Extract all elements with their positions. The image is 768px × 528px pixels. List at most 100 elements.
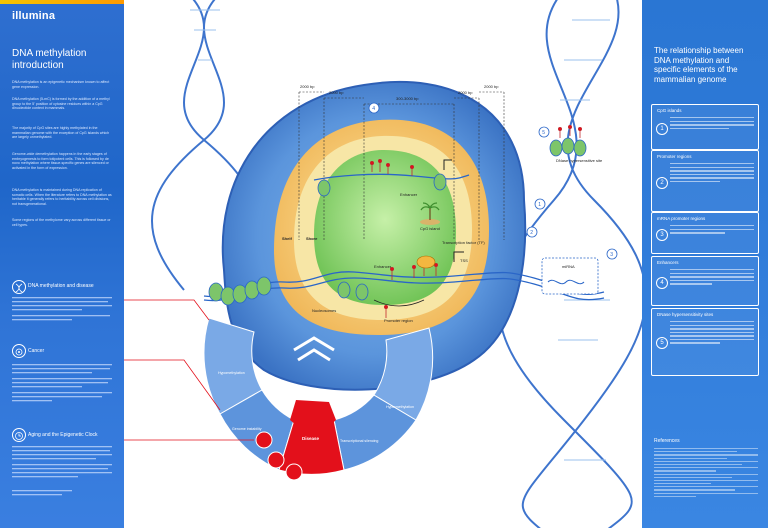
label-nucleosomes: Nucleosomes	[312, 308, 336, 313]
mirna-strand	[547, 279, 585, 285]
section-body-cancer	[12, 364, 114, 419]
card-enhancers[interactable]: Enhancers 4	[651, 256, 759, 306]
wheel-segment-hypermethylation[interactable]	[373, 327, 434, 421]
enhancer-arrow	[443, 159, 452, 170]
right-panel: The relationship between DNA methylation…	[642, 0, 768, 528]
chromatin-strand	[203, 173, 605, 302]
number-marker-2[interactable]: 2	[526, 226, 538, 238]
dna-icon	[12, 280, 26, 294]
background-helix-rungs	[190, 9, 610, 461]
transcription-factor-shape	[416, 255, 436, 269]
wheel-label-disease: Disease	[302, 436, 320, 441]
card-cpg-islands-body	[670, 117, 754, 131]
card-dnase-sites-title: DNase hypersensitivity sites	[657, 312, 714, 317]
card-cpg-islands[interactable]: CpG islands 1	[651, 104, 759, 150]
label-cpg-island: CpG island	[420, 226, 440, 231]
wheel-label-hypomethylation: Hypomethylation	[218, 371, 245, 375]
bp-label-5: 2000 bp	[484, 84, 499, 89]
card-dnase-sites[interactable]: DNase hypersensitivity sites 5	[651, 308, 759, 376]
genome-diagram: 2000 bp 2000 bp 300-3000 bp 2000 bp 2000…	[124, 0, 642, 528]
card-enhancers-number: 4	[656, 277, 668, 289]
card-cpg-islands-number: 1	[656, 123, 668, 135]
methyl-markers	[369, 125, 582, 318]
nucleosomes-right	[549, 137, 587, 157]
clock-icon	[12, 428, 26, 442]
card-mrna-promoter-regions-title: mRNA promoter regions	[657, 216, 706, 221]
left-title-line-1: DNA methylation	[12, 48, 87, 59]
label-shelf: Shelf	[282, 236, 292, 241]
card-dnase-sites-body	[670, 321, 754, 346]
bp-brackets	[298, 91, 505, 240]
card-promoter-regions[interactable]: Promoter regions 2	[651, 150, 759, 212]
references-list	[654, 448, 758, 499]
right-title: The relationship between DNA methylation…	[654, 46, 744, 84]
disease-icon-1	[255, 431, 273, 449]
section-body-disease	[12, 297, 114, 332]
label-mirna: miRNA	[562, 264, 575, 269]
red-connector-lines	[124, 299, 254, 441]
intro-paragraph-1: DNA methylation is an epigenetic mechani…	[12, 80, 110, 89]
label-tss: TSS	[460, 258, 468, 263]
intro-paragraph-5: DNA methylation is maintained during DNA…	[12, 188, 112, 206]
card-mrna-promoter-regions-number: 3	[656, 229, 668, 241]
card-dnase-sites-number: 5	[656, 337, 668, 349]
card-enhancers-body	[670, 269, 754, 287]
card-enhancers-title: Enhancers	[657, 260, 679, 265]
nucleosomes-left	[208, 276, 272, 306]
bp-label-2: 2000 bp	[329, 90, 344, 95]
promoter-bracket	[373, 299, 425, 307]
number-marker-1[interactable]: 1	[534, 198, 546, 210]
wheel-label-genome-instability: Genome instability	[232, 427, 262, 431]
intro-paragraph-2: DNA methylation (5-mC) is formed by the …	[12, 97, 110, 111]
illumina-logo: illumina	[12, 10, 56, 22]
card-promoter-regions-body	[670, 163, 754, 184]
intro-paragraph-4: Genome-wide demethylation happens in the…	[12, 152, 109, 170]
card-mrna-promoter-regions[interactable]: mRNA promoter regions 3	[651, 212, 759, 254]
label-dnase-site: DNase hypersensitive site	[556, 158, 603, 163]
tss-arrow	[453, 251, 464, 262]
number-marker-5[interactable]: 5	[538, 126, 550, 138]
up-chevron-icon-2	[297, 348, 331, 362]
disease-flag	[290, 400, 336, 440]
cpg-island-icon	[420, 202, 440, 225]
wheel-label-transcriptional-silencing: Transcriptional silencing	[340, 439, 378, 443]
number-marker-3-text: 3	[610, 252, 613, 258]
bp-label-4: 2000 bp	[458, 90, 473, 95]
left-title-line-2: introduction	[12, 60, 64, 71]
card-promoter-regions-number: 2	[656, 177, 668, 189]
up-chevron-icon	[293, 336, 335, 352]
label-shore: Shore	[306, 236, 318, 241]
section-body-aging	[12, 446, 114, 511]
number-marker-4[interactable]: 4	[368, 102, 380, 114]
label-enhancer-top: Enhancer	[400, 192, 418, 197]
disease-wheel: Hypomethylation Genome instability Trans…	[203, 317, 434, 481]
bp-label-1: 2000 bp	[300, 84, 315, 89]
card-mrna-promoter-regions-body	[670, 225, 754, 236]
label-promoter-region: Promoter region	[384, 318, 413, 323]
card-cpg-islands-title: CpG islands	[657, 108, 682, 113]
intro-paragraph-3: The majority of CpG sites are highly met…	[12, 126, 110, 140]
number-marker-1-text: 1	[538, 202, 541, 208]
card-promoter-regions-title: Promoter regions	[657, 154, 692, 159]
intro-paragraph-6: Some regions of the methylome vary acros…	[12, 218, 111, 227]
references-title: References	[654, 438, 680, 444]
bp-label-3: 300-3000 bp	[396, 96, 419, 101]
disease-icon-2	[267, 451, 285, 469]
diagram-canvas: 2000 bp 2000 bp 300-3000 bp 2000 bp 2000…	[124, 0, 642, 528]
left-title: DNA methylation introduction	[12, 48, 112, 72]
nucleosomes-center	[317, 173, 447, 301]
number-marker-3[interactable]: 3	[606, 248, 618, 260]
wheel-label-hypermethylation: Hypermethylation	[386, 405, 414, 409]
number-marker-5-text: 5	[542, 130, 545, 136]
section-title-cancer: Cancer	[28, 348, 45, 354]
cancer-cell-icon	[12, 344, 26, 358]
mirna-box	[541, 257, 599, 295]
brand-bar	[0, 0, 124, 4]
disease-icon-3	[285, 463, 303, 481]
section-title-aging: Aging and the Epigenetic Clock	[28, 432, 98, 438]
number-marker-4-text: 4	[372, 106, 375, 112]
number-marker-2-text: 2	[530, 230, 533, 236]
label-transcription-factor: Transcription factor (TF)	[442, 240, 485, 245]
label-enhancer-mid: Enhancer	[374, 264, 392, 269]
left-panel: illumina DNA methylation introduction DN…	[0, 0, 124, 528]
